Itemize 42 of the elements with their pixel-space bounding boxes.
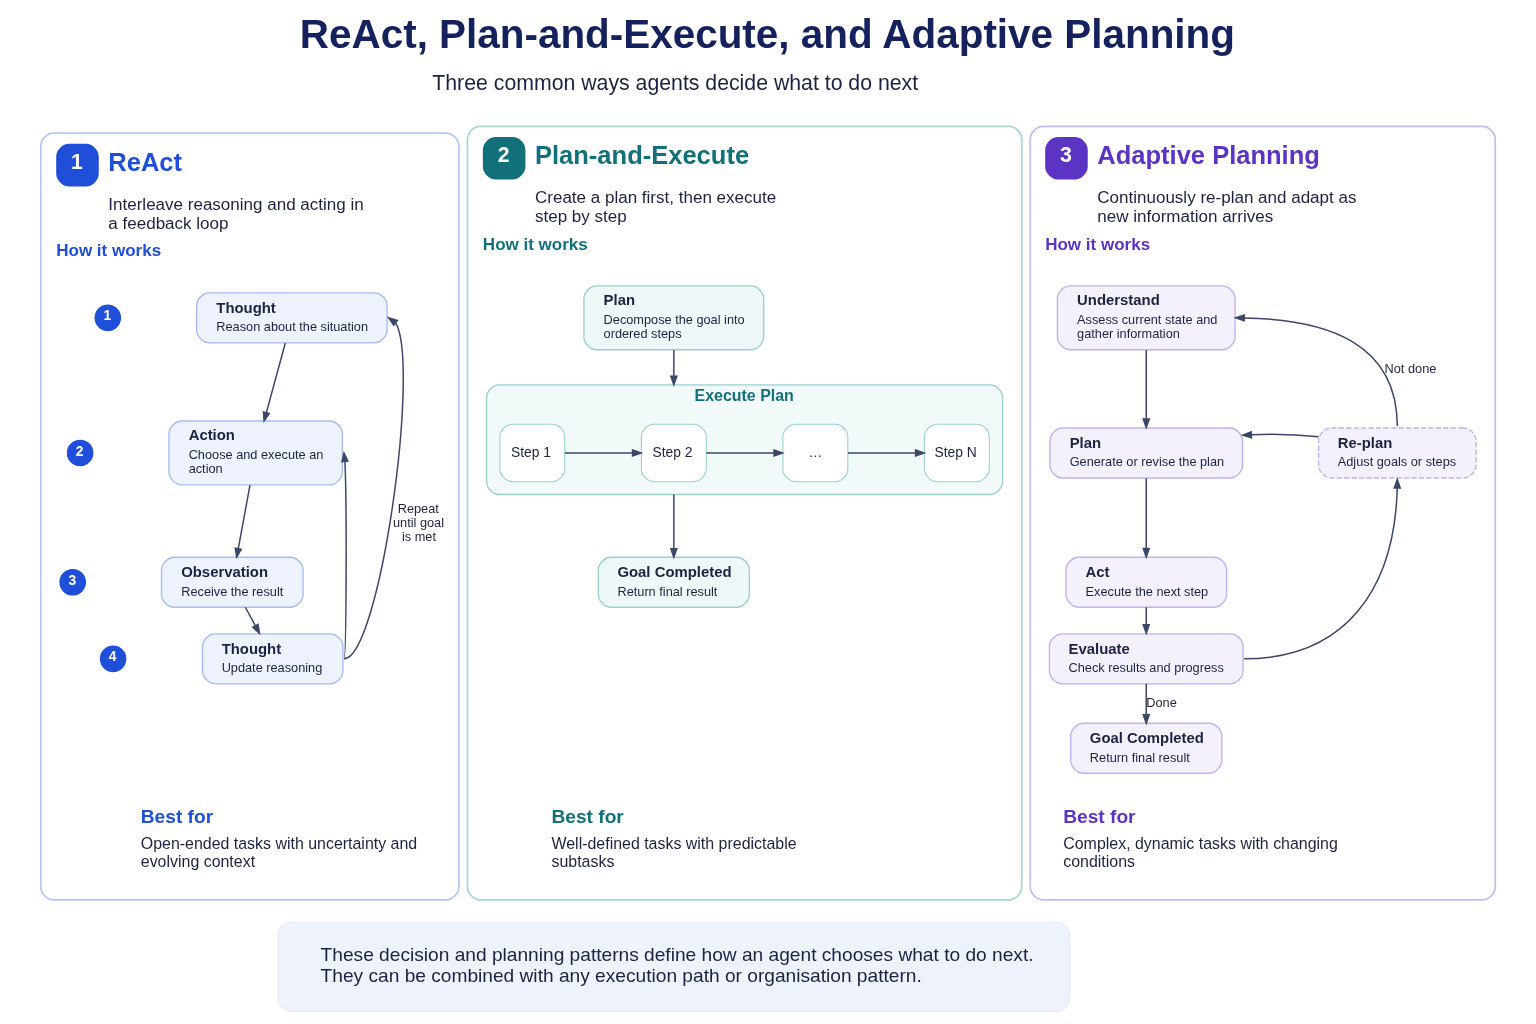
node-box: Step N bbox=[923, 423, 990, 483]
arrow bbox=[705, 448, 785, 457]
label: Three common ways agents decide what to do next bbox=[432, 71, 919, 96]
arrow bbox=[1243, 477, 1402, 660]
node-circle: 2 bbox=[66, 439, 94, 467]
arrow bbox=[343, 316, 404, 660]
node-box: Thought Update reasoning bbox=[201, 633, 344, 685]
arrow bbox=[1142, 349, 1151, 430]
arrow bbox=[1240, 430, 1320, 439]
node-box: Understand Assess current state and gather information bbox=[1056, 285, 1236, 351]
node-box: These decision and planning patterns define how an agent chooses what to do next. They can be combined with any execution path or organisation pattern. bbox=[277, 921, 1071, 1013]
node-box: Plan Generate or revise the plan bbox=[1049, 427, 1244, 479]
node-box: Step 2 bbox=[640, 423, 707, 483]
arrow bbox=[669, 349, 678, 388]
node-box: Goal Completed Return final result bbox=[1070, 722, 1223, 774]
arrow bbox=[340, 450, 349, 660]
edge-label: Repeat until goal is met bbox=[392, 501, 444, 544]
node-box: … bbox=[782, 423, 849, 483]
node-box: Action Choose and execute an action bbox=[168, 420, 344, 486]
node-box: Act Execute the next step bbox=[1065, 556, 1228, 608]
node-circle: 3 bbox=[59, 568, 86, 596]
arrow bbox=[1233, 313, 1399, 428]
arrow bbox=[244, 606, 261, 636]
node-circle: 1 bbox=[94, 304, 122, 332]
node-box: Plan Decompose the goal into ordered steps bbox=[583, 285, 765, 351]
node-box: Evaluate Check results and progress bbox=[1048, 633, 1244, 685]
arrow bbox=[262, 342, 287, 424]
node-box: Observation Receive the result bbox=[160, 556, 304, 608]
edge-label: Done bbox=[1146, 694, 1177, 710]
arrow bbox=[564, 448, 644, 457]
arrow bbox=[1142, 477, 1151, 560]
node-box: Goal Completed Return final result bbox=[597, 556, 751, 608]
arrow bbox=[1142, 683, 1151, 726]
node-box: Re-plan Adjust goals or steps bbox=[1317, 427, 1477, 479]
diagram-title: ReAct, Plan-and-Execute, and Adaptive Planning bbox=[299, 11, 1235, 57]
node-box: Step 1 bbox=[499, 423, 566, 483]
arrow bbox=[669, 493, 678, 560]
node-circle: 4 bbox=[99, 645, 127, 673]
node-box: Thought Reason about the situation bbox=[195, 292, 388, 344]
arrow bbox=[847, 448, 927, 457]
edge-label: Not done bbox=[1384, 360, 1437, 376]
arrow bbox=[234, 484, 251, 560]
